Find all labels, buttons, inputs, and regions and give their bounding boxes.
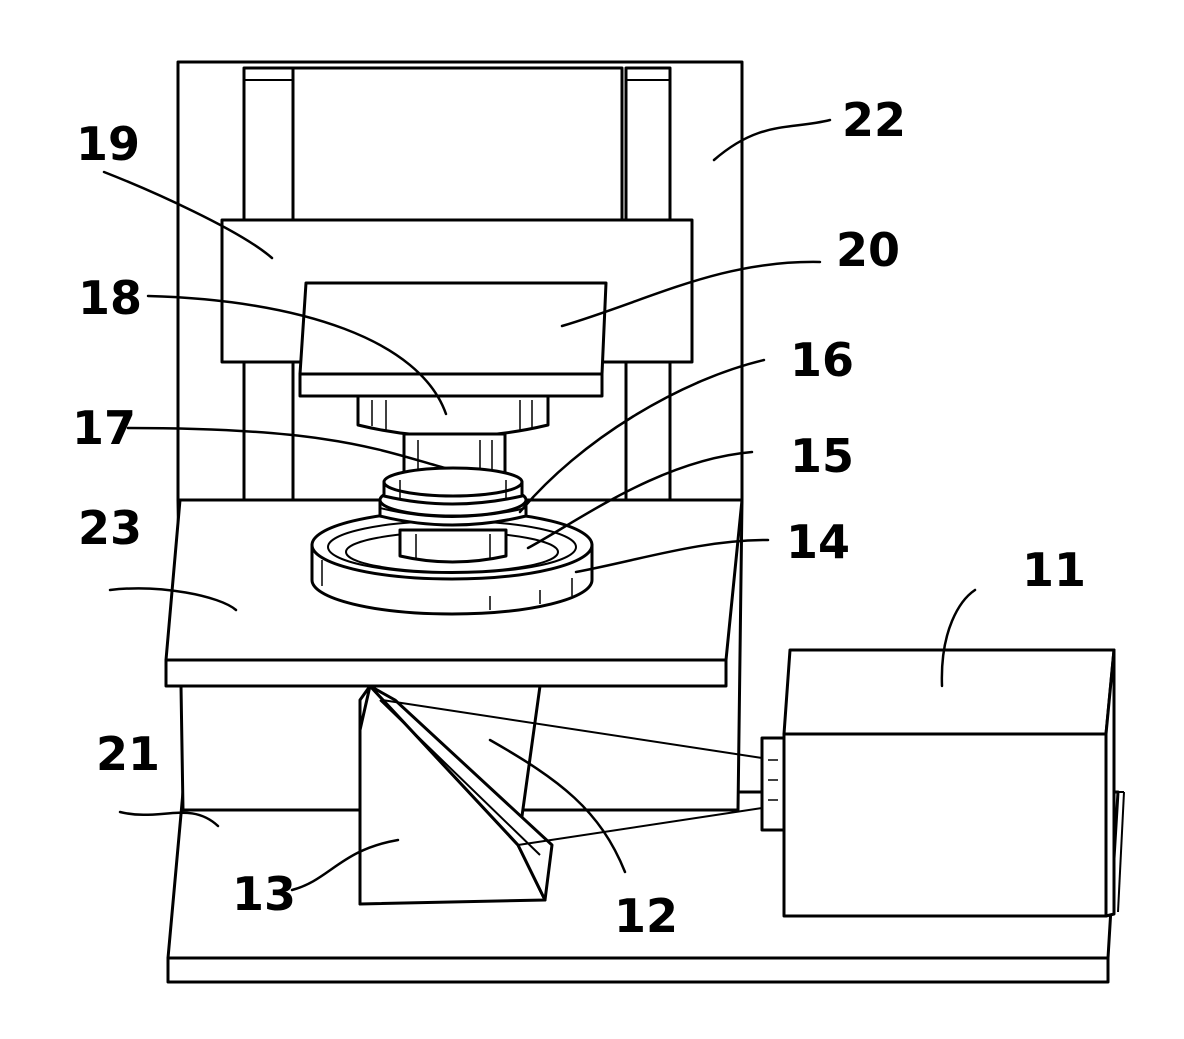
leader-15 — [526, 450, 754, 550]
inner-seat — [345, 528, 559, 573]
leader-11 — [940, 588, 977, 688]
ref-numeral-14: 14 — [786, 515, 850, 569]
ref-numeral-12: 12 — [614, 889, 678, 943]
ref-numeral-23: 23 — [78, 501, 142, 555]
ref-numeral-18: 18 — [78, 271, 142, 325]
leader-19 — [102, 170, 274, 260]
reference-numerals: 11 12 13 14 15 16 17 18 19 20 21 22 23 — [72, 93, 1086, 943]
leader-21 — [118, 810, 220, 828]
ref-numeral-11: 11 — [1022, 543, 1086, 597]
leader-23 — [108, 587, 238, 612]
ref-numeral-21: 21 — [96, 727, 160, 781]
ref-numeral-19: 19 — [76, 117, 140, 171]
collar-discs — [378, 466, 528, 527]
ref-numeral-20: 20 — [836, 223, 900, 277]
spindle-upper — [356, 394, 550, 438]
ref-numeral-13: 13 — [232, 867, 296, 921]
wedge-block — [358, 684, 554, 906]
drive-belt — [381, 699, 763, 846]
ref-numeral-22: 22 — [842, 93, 906, 147]
upper-block — [291, 66, 624, 230]
head-block — [298, 281, 608, 398]
leader-17 — [126, 426, 447, 470]
leader-16 — [518, 358, 766, 514]
leader-13 — [290, 838, 400, 892]
ref-numeral-15: 15 — [790, 429, 854, 483]
leader-lines — [102, 118, 977, 892]
leader-12 — [488, 738, 627, 874]
leader-20 — [560, 260, 822, 328]
leader-14 — [574, 538, 770, 574]
motor — [760, 648, 1125, 918]
ref-numeral-17: 17 — [72, 401, 136, 455]
leader-22 — [712, 118, 832, 162]
ref-numeral-16: 16 — [790, 333, 854, 387]
leader-18 — [146, 294, 448, 416]
